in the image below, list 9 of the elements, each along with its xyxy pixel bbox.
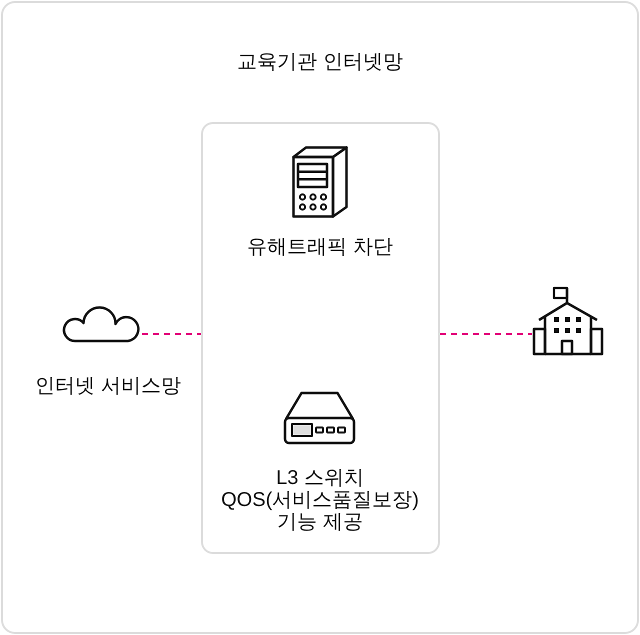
dashed-line (440, 333, 532, 335)
node-label: 인터넷 서비스망 (34, 375, 182, 397)
dashed-line (142, 333, 201, 335)
heading: 교육기관 인터넷망 (236, 51, 404, 73)
school-icon (532, 286, 604, 356)
node-label: 유해트래픽 차단 (246, 236, 394, 258)
node-label: L3 스위치 QOS(서비스품질보장) 기능 제공 (220, 467, 420, 533)
panel-box (201, 122, 440, 554)
cloud-icon (62, 305, 142, 343)
